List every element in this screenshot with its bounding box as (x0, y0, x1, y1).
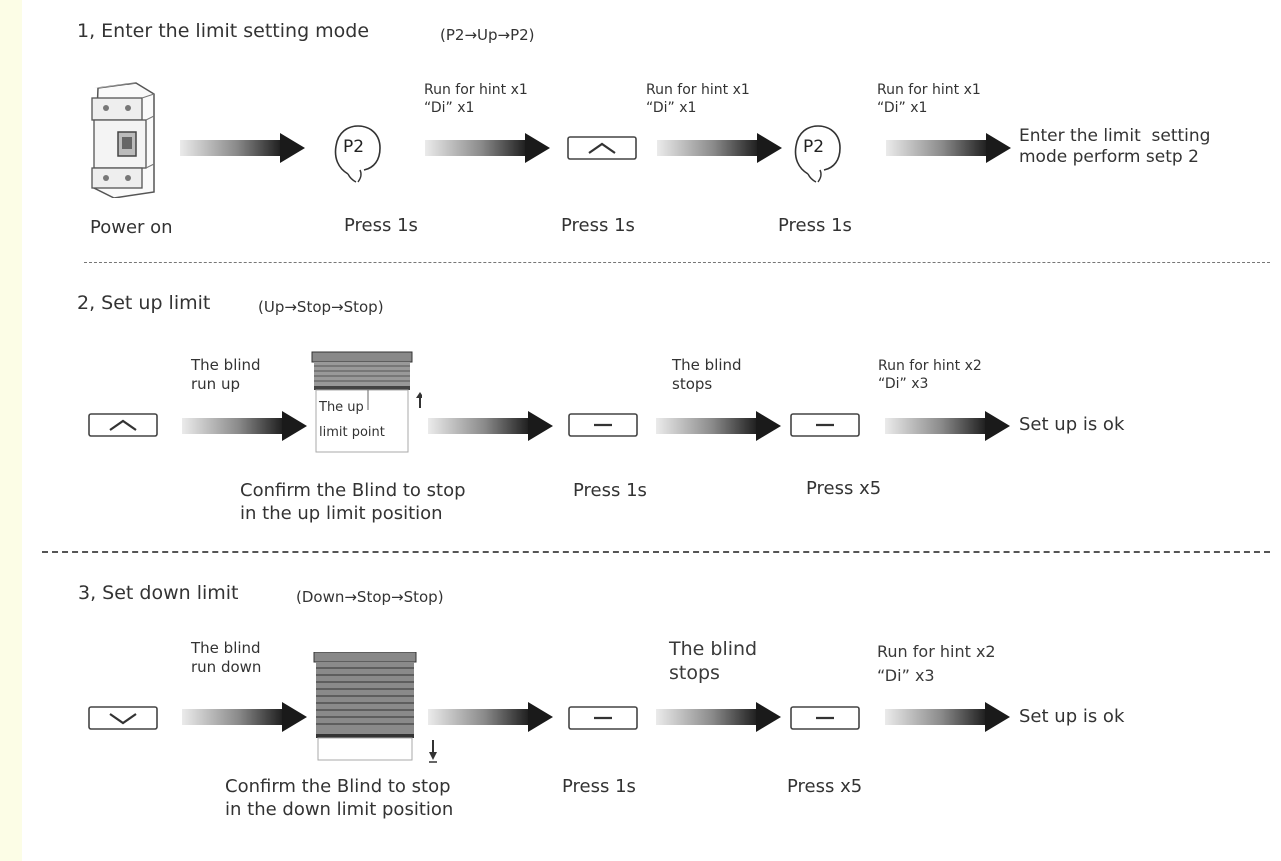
step1-result: Enter the limit setting mode perform set… (1019, 126, 1211, 168)
down-button[interactable] (88, 706, 158, 730)
chevron-up-icon (109, 419, 137, 431)
stop-button[interactable] (568, 413, 638, 437)
gradient-right-arrow (428, 411, 553, 441)
gradient-right-arrow (428, 702, 553, 732)
stop-button[interactable] (790, 706, 860, 730)
gradient-right-arrow (886, 133, 1011, 163)
step2-title: 2, Set up limit (77, 292, 211, 314)
blind-up-limit-label: The up limit point (319, 400, 385, 440)
gradient-right-arrow (656, 411, 781, 441)
step3-hint-3: Run for hint x2 “Di” x3 (877, 642, 996, 685)
gradient-right-arrow (182, 411, 307, 441)
up-button[interactable] (567, 136, 637, 160)
chevron-up-icon (588, 142, 616, 154)
gradient-right-arrow (885, 702, 1010, 732)
step3-hint-1: The blind run down (191, 639, 262, 676)
step3-result: Set up is ok (1019, 706, 1125, 727)
chevron-down-icon (109, 713, 137, 725)
step3-press-2: Press x5 (787, 776, 863, 797)
roller-blind-icon (313, 652, 437, 763)
step2-press-1: Press 1s (573, 480, 647, 501)
step2-hint-2: The blind stops (672, 356, 742, 393)
stop-button[interactable] (568, 706, 638, 730)
step1-press-3: Press 1s (778, 215, 852, 236)
step1-hint-1: Run for hint x1 “Di” x1 (424, 82, 528, 116)
step1-hint-3: Run for hint x1 “Di” x1 (877, 82, 981, 116)
p2-key-label: P2 (803, 137, 825, 157)
up-button[interactable] (88, 413, 158, 437)
p2-key-second[interactable]: P2 (790, 122, 845, 184)
step3-sequence: (Down→Stop→Stop) (296, 588, 444, 606)
step3-confirm: Confirm the Blind to stop in the down li… (225, 776, 454, 820)
finger-press-icon (334, 125, 381, 183)
gradient-right-arrow (657, 133, 782, 163)
gradient-right-arrow (425, 133, 550, 163)
p2-key-label: P2 (343, 137, 365, 157)
power-on-label: Power on (90, 217, 173, 238)
step1-press-2: Press 1s (561, 215, 635, 236)
finger-press-icon (794, 125, 841, 183)
gradient-right-arrow (182, 702, 307, 732)
step3-hint-2: The blind stops (669, 638, 758, 684)
step1-hint-2: Run for hint x1 “Di” x1 (646, 82, 750, 116)
step1-title: 1, Enter the limit setting mode (77, 20, 370, 42)
step3-title: 3, Set down limit (78, 582, 239, 604)
gradient-right-arrow (180, 133, 305, 163)
step2-confirm: Confirm the Blind to stop in the up limi… (240, 480, 466, 524)
step3-press-1: Press 1s (562, 776, 636, 797)
stop-button[interactable] (790, 413, 860, 437)
roller-blind-icon (311, 351, 422, 453)
din-rail-breaker-icon (91, 82, 155, 198)
step1-sequence: (P2→Up→P2) (440, 26, 535, 44)
step2-hint-3: Run for hint x2 “Di” x3 (878, 358, 982, 392)
step2-result: Set up is ok (1019, 414, 1125, 435)
section-divider (84, 262, 1270, 263)
step2-hint-1: The blind run up (191, 356, 261, 393)
step2-press-2: Press x5 (806, 478, 882, 499)
gradient-right-arrow (656, 702, 781, 732)
step1-press-1: Press 1s (344, 215, 418, 236)
p2-key[interactable]: P2 (330, 122, 385, 184)
section-divider (42, 551, 1270, 553)
gradient-right-arrow (885, 411, 1010, 441)
step2-sequence: (Up→Stop→Stop) (258, 298, 384, 316)
